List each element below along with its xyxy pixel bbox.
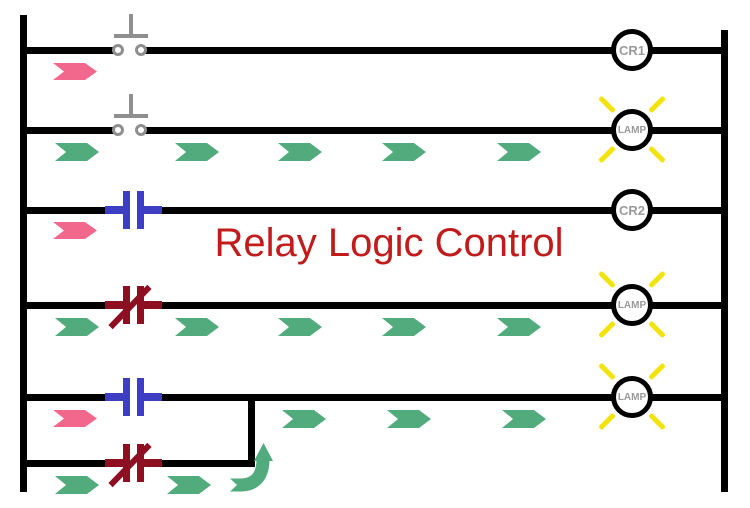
flow-arrow-icon <box>278 143 322 161</box>
flow-arrow-icon <box>382 143 426 161</box>
pushbutton-terminal <box>135 124 147 136</box>
left-power-rail <box>20 15 27 492</box>
flow-arrow-icon <box>55 143 99 161</box>
flow-arrow-icon <box>278 318 322 336</box>
lamp-rung-4: LAMP <box>611 284 653 326</box>
pushbutton-stem <box>129 14 133 35</box>
flow-arrow-icon <box>497 143 541 161</box>
coil-label: LAMP <box>617 391 647 403</box>
rung-4-wire <box>20 302 728 309</box>
flow-arrow-icon <box>167 476 211 494</box>
power-arrow-icon <box>53 222 97 239</box>
lamp-rung-5: LAMP <box>611 376 653 418</box>
lamp-ray-icon <box>598 95 616 114</box>
flow-arrow-icon <box>282 410 326 428</box>
pushbutton-cap <box>114 34 148 38</box>
pushbutton-cap <box>114 114 148 118</box>
curved-flow-arrow-icon <box>230 443 273 492</box>
flow-arrow-icon <box>175 143 219 161</box>
flow-arrow-icon <box>55 318 99 336</box>
lamp-ray-icon <box>598 270 616 289</box>
lamp-ray-icon <box>648 270 666 289</box>
lamp-ray-icon <box>648 362 666 381</box>
coil-label: LAMP <box>617 124 647 136</box>
flow-arrow-icon <box>502 410 546 428</box>
pushbutton-terminal <box>112 124 124 136</box>
lamp-ray-icon <box>648 320 666 339</box>
lamp-ray-icon <box>598 412 616 431</box>
coil-label: LAMP <box>617 299 647 311</box>
relay-coil-cr2: CR2 <box>611 189 653 231</box>
lamp-ray-icon <box>598 145 616 164</box>
diagram-title: Relay Logic Control <box>214 221 564 265</box>
flow-arrow-icon <box>175 318 219 336</box>
lamp-ray-icon <box>598 362 616 381</box>
rung-5-wire <box>20 394 728 401</box>
rung-1-wire <box>20 47 728 54</box>
pushbutton-contact-gap <box>122 46 140 55</box>
lamp-ray-icon <box>648 145 666 164</box>
flow-arrow-icon <box>387 410 431 428</box>
lamp-rung-2: LAMP <box>611 109 653 151</box>
flow-arrow-icon <box>382 318 426 336</box>
pushbutton-contact-gap <box>122 126 140 135</box>
branch-riser-wire <box>248 397 255 463</box>
lamp-ray-icon <box>598 320 616 339</box>
right-power-rail <box>721 30 728 492</box>
rung-3-wire <box>20 207 728 214</box>
coil-label: CR2 <box>618 202 645 218</box>
lamp-ray-icon <box>648 412 666 431</box>
flow-arrow-icon <box>497 318 541 336</box>
coil-label: CR1 <box>618 42 645 58</box>
flow-arrow-icon <box>55 476 99 494</box>
relay-coil-cr1: CR1 <box>611 29 653 71</box>
power-arrow-icon <box>53 410 97 427</box>
rung-2-wire <box>20 127 728 134</box>
pushbutton-terminal <box>112 44 124 56</box>
lamp-ray-icon <box>648 95 666 114</box>
power-arrow-icon <box>53 63 97 80</box>
pushbutton-terminal <box>135 44 147 56</box>
pushbutton-stem <box>129 94 133 115</box>
